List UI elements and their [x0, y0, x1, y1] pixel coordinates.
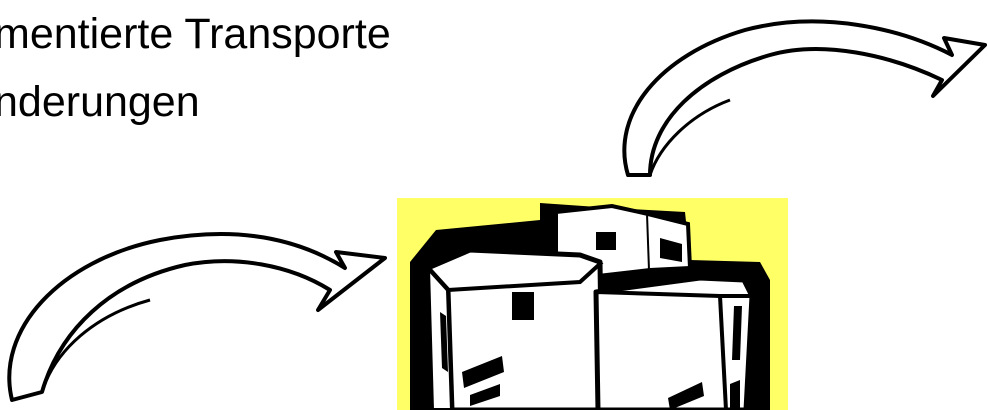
boxes-clipart-icon — [397, 198, 788, 410]
curved-arrow-upper-icon — [624, 21, 985, 175]
curved-arrow-lower-icon — [9, 234, 385, 400]
